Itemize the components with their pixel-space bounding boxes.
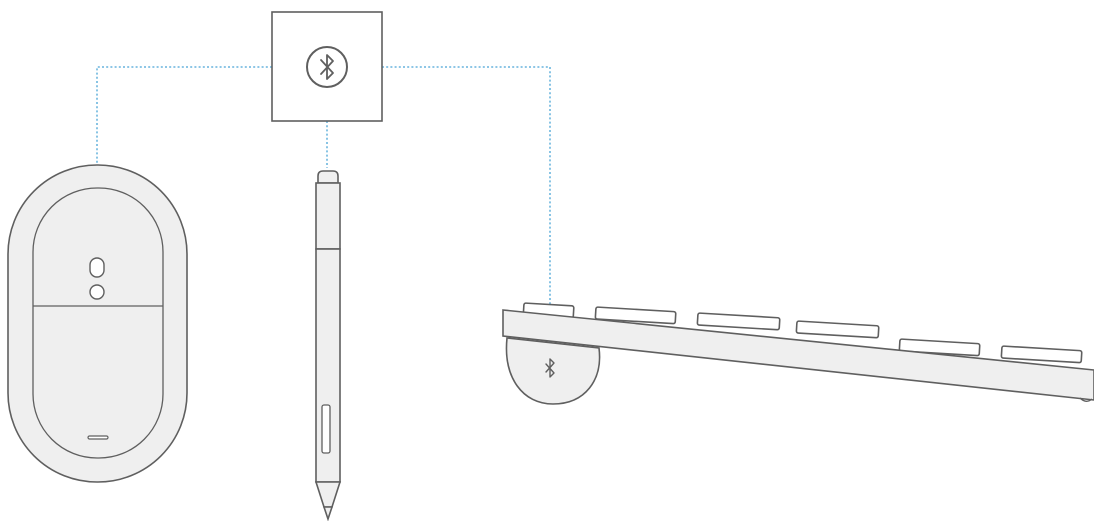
mouse-indicator-slot xyxy=(87,435,109,440)
pen-cap xyxy=(317,170,339,184)
connector-keyboard xyxy=(382,66,551,360)
keyboard-base xyxy=(502,309,1094,401)
bluetooth-icon xyxy=(545,358,555,378)
keyboard-front-foot xyxy=(1079,397,1093,402)
connector-lines xyxy=(96,66,551,360)
pen-side-button xyxy=(321,404,331,454)
mouse-top-surface xyxy=(32,187,164,459)
key xyxy=(795,320,880,339)
key xyxy=(594,306,677,325)
mouse-icon xyxy=(7,164,188,483)
pen-icon xyxy=(314,170,342,521)
keyboard-icon xyxy=(502,302,1094,405)
pen-tip xyxy=(322,506,334,521)
pen-cone xyxy=(314,481,342,508)
pen-upper-barrel xyxy=(315,182,341,250)
key xyxy=(696,312,781,331)
mouse-outer-shell xyxy=(7,164,188,483)
bluetooth-icon xyxy=(320,54,334,80)
key xyxy=(1000,345,1083,364)
keyboard-keys xyxy=(522,302,1083,364)
mouse-button-dot xyxy=(89,284,105,300)
bluetooth-hub xyxy=(271,11,383,122)
mouse-scroll-sensor xyxy=(89,257,105,278)
